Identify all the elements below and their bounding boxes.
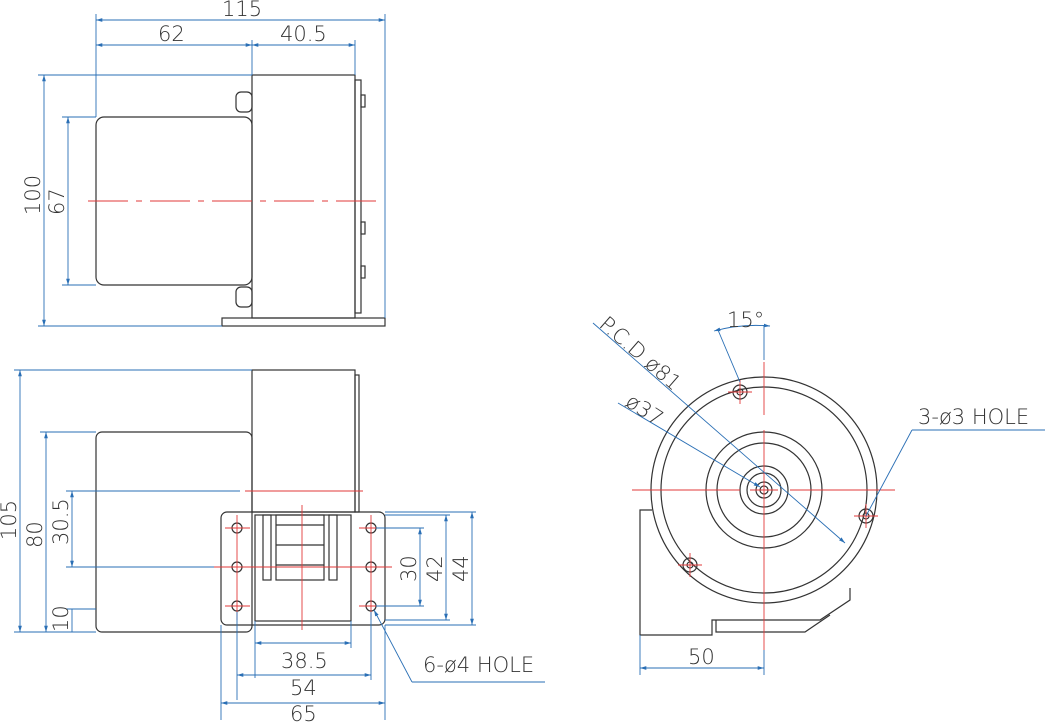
housing-rim: [354, 374, 360, 513]
dim-115: 115: [222, 0, 262, 21]
side-view: 105 80 30.5 10 30 42 44 38.5 54 65 6-ø4 …: [0, 369, 545, 724]
mount-holes: [678, 380, 878, 577]
dim-42: 42: [423, 555, 447, 582]
dim-65: 65: [290, 702, 317, 724]
housing-rim: [354, 79, 362, 314]
hole-note-3: 3-ø3 HOLE: [918, 405, 1029, 429]
housing-foot: [715, 614, 831, 633]
front-view: P.C.D ø81 ø37 15° 3-ø3 HOLE 50: [592, 308, 1045, 675]
dim-50: 50: [688, 645, 715, 669]
dimension-lines: [14, 369, 545, 720]
shaft-diameter-label: ø37: [621, 389, 667, 431]
dim-80: 80: [23, 521, 47, 548]
knob: [235, 286, 253, 308]
tab: [360, 265, 366, 279]
blower-housing: [251, 74, 356, 319]
motor-body: [95, 431, 253, 633]
dim-100: 100: [21, 175, 45, 215]
pcd-label: P.C.D ø81: [595, 312, 686, 396]
fan-impeller: [262, 514, 338, 581]
dim-67: 67: [45, 188, 69, 215]
dim-30-5: 30.5: [49, 498, 73, 545]
outlet-plate: [220, 511, 386, 626]
angle-label: 15°: [727, 308, 764, 332]
tab: [360, 221, 366, 235]
knob: [235, 91, 253, 113]
tab: [360, 94, 366, 108]
dim-30: 30: [397, 555, 421, 582]
dim-38-5: 38.5: [281, 649, 328, 673]
base-plate: [221, 317, 386, 327]
dimension-lines: [592, 322, 1045, 675]
housing-outlet: [639, 509, 851, 636]
centerlines: [214, 490, 392, 630]
dim-40-5: 40.5: [280, 22, 327, 46]
centerlines: [632, 362, 895, 650]
dim-105: 105: [0, 500, 21, 540]
dimension-lines: [38, 14, 386, 327]
dim-62: 62: [158, 22, 185, 46]
top-view: 115 62 40.5 100 67: [21, 0, 386, 327]
hole-note-6: 6-ø4 HOLE: [423, 653, 534, 677]
dim-10: 10: [49, 605, 73, 632]
dim-54: 54: [290, 676, 317, 700]
mount-holes: [225, 515, 384, 620]
dim-44: 44: [449, 555, 473, 582]
